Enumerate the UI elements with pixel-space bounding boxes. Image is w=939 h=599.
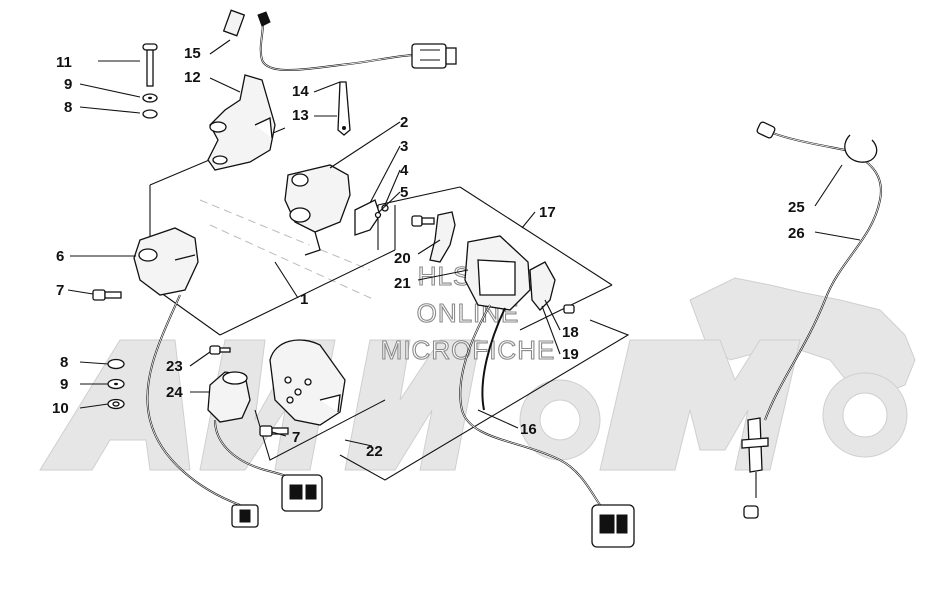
screw-part-7-right (259, 425, 289, 437)
washer-part-8-top (142, 109, 158, 119)
bolt-part-11 (142, 43, 158, 87)
callout-6: 6 (56, 248, 64, 265)
callout-9-top: 9 (64, 76, 72, 93)
screw-part-5 (374, 211, 382, 219)
callout-4: 4 (400, 162, 409, 179)
screw-part-18 (563, 304, 575, 314)
callout-14: 14 (292, 83, 309, 100)
callout-8-top: 8 (64, 99, 72, 116)
harness-left (146, 294, 259, 528)
callout-8-bottom: 8 (60, 354, 68, 371)
callout-24: 24 (166, 384, 183, 401)
switch-part-24 (207, 371, 323, 512)
callout-9-bottom: 9 (60, 376, 68, 393)
callout-7-right: 7 (292, 429, 300, 446)
washer-part-9-top (142, 93, 158, 103)
screw-part-23 (209, 345, 231, 355)
tab-part-13 (337, 81, 351, 136)
callout-3: 3 (400, 138, 408, 155)
callout-25: 25 (788, 199, 805, 216)
callout-21: 21 (394, 275, 411, 292)
callout-17: 17 (539, 204, 556, 221)
callout-18: 18 (562, 324, 579, 341)
harness-part-16 (459, 304, 635, 548)
callout-2: 2 (400, 114, 408, 131)
nut-part-10 (107, 398, 125, 410)
cable-end-part-25 (756, 121, 878, 163)
callout-11: 11 (56, 54, 72, 71)
housing-part-22 (269, 339, 346, 426)
callout-20: 20 (394, 250, 411, 267)
leader-lines (67, 39, 861, 447)
callout-1: 1 (300, 291, 308, 308)
bracket-part-12 (207, 74, 276, 171)
callout-10: 10 (52, 400, 69, 417)
lever-part-18 (529, 261, 556, 311)
callout-13: 13 (292, 107, 309, 124)
callout-labels: 11 9 8 15 12 14 13 2 3 4 5 6 7 1 8 9 10 … (52, 45, 805, 460)
callout-5: 5 (400, 184, 408, 201)
clamp-part-6 (133, 227, 199, 296)
gasket-part-3 (354, 199, 381, 236)
washer-part-8-bottom (107, 358, 125, 370)
cable-part-26 (741, 131, 882, 519)
callout-23: 23 (166, 358, 183, 375)
center-lines (199, 199, 376, 301)
screw-part-7-left (92, 289, 122, 301)
watermark-line3: MICROFICHE (381, 335, 556, 365)
callout-16: 16 (520, 421, 537, 438)
callout-19: 19 (562, 346, 579, 363)
callout-26: 26 (788, 225, 805, 242)
callout-7-left: 7 (56, 282, 64, 299)
housing-part-17 (464, 235, 531, 311)
housing-part-2 (284, 164, 351, 256)
wire-part-14 (257, 11, 457, 71)
callout-12: 12 (184, 69, 201, 86)
bolt-part-20 (411, 215, 435, 227)
callout-15: 15 (184, 45, 201, 62)
callout-22: 22 (366, 443, 383, 460)
washer-part-9-bottom (107, 378, 125, 390)
plug-part-15 (222, 9, 246, 37)
